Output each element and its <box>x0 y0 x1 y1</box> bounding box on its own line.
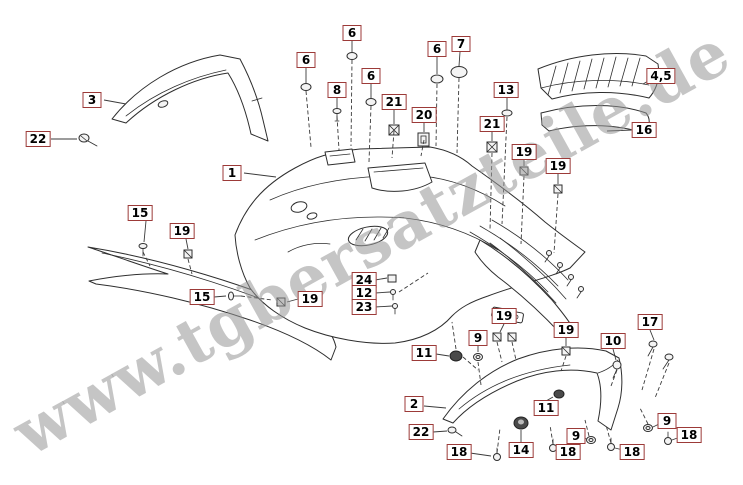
part-label-21[interactable]: 21 <box>381 94 407 110</box>
part-label-9[interactable]: 9 <box>566 428 586 444</box>
part-label-9[interactable]: 9 <box>657 413 677 429</box>
part-label-22[interactable]: 22 <box>25 131 51 147</box>
part-label-20[interactable]: 20 <box>411 107 437 123</box>
hardware-parts <box>138 52 674 461</box>
part-label-2[interactable]: 2 <box>404 396 424 412</box>
part-label-19[interactable]: 19 <box>545 158 571 174</box>
part-2-lower-fender <box>442 347 623 431</box>
part-label-7[interactable]: 7 <box>451 36 471 52</box>
part-label-11[interactable]: 11 <box>411 345 437 361</box>
part-label-14[interactable]: 14 <box>508 442 534 458</box>
part-label-18[interactable]: 18 <box>555 444 581 460</box>
part-label-18[interactable]: 18 <box>619 444 645 460</box>
part-label-19[interactable]: 19 <box>511 144 537 160</box>
part-label-18[interactable]: 18 <box>446 444 472 460</box>
part-label-16[interactable]: 16 <box>631 122 657 138</box>
part-label-21[interactable]: 21 <box>479 116 505 132</box>
part-label-6[interactable]: 6 <box>361 68 381 84</box>
part-label-13[interactable]: 13 <box>493 82 519 98</box>
part-22-screw-left <box>78 133 98 147</box>
part-label-19[interactable]: 19 <box>491 308 517 324</box>
part-label-15[interactable]: 15 <box>127 205 153 221</box>
part-label-11[interactable]: 11 <box>533 400 559 416</box>
part-label-3[interactable]: 3 <box>82 92 102 108</box>
part-label-15[interactable]: 15 <box>189 289 215 305</box>
part-label-19[interactable]: 19 <box>553 322 579 338</box>
part-label-9[interactable]: 9 <box>468 330 488 346</box>
part-label-6[interactable]: 6 <box>342 25 362 41</box>
part-4-5-panel <box>537 53 660 100</box>
part-label-19[interactable]: 19 <box>297 291 323 307</box>
part-label-22[interactable]: 22 <box>408 424 434 440</box>
part-label-17[interactable]: 17 <box>637 314 663 330</box>
part-label-23[interactable]: 23 <box>351 299 377 315</box>
part-label-19[interactable]: 19 <box>169 223 195 239</box>
part-1-front-body <box>234 146 586 344</box>
part-label-10[interactable]: 10 <box>600 333 626 349</box>
part-label-4-5[interactable]: 4,5 <box>646 68 676 84</box>
part-label-18[interactable]: 18 <box>676 427 702 443</box>
part-label-6[interactable]: 6 <box>296 52 316 68</box>
part-label-6[interactable]: 6 <box>427 41 447 57</box>
part-3-fender-flare <box>111 54 269 142</box>
part-label-1[interactable]: 1 <box>222 165 242 181</box>
part-label-8[interactable]: 8 <box>327 82 347 98</box>
